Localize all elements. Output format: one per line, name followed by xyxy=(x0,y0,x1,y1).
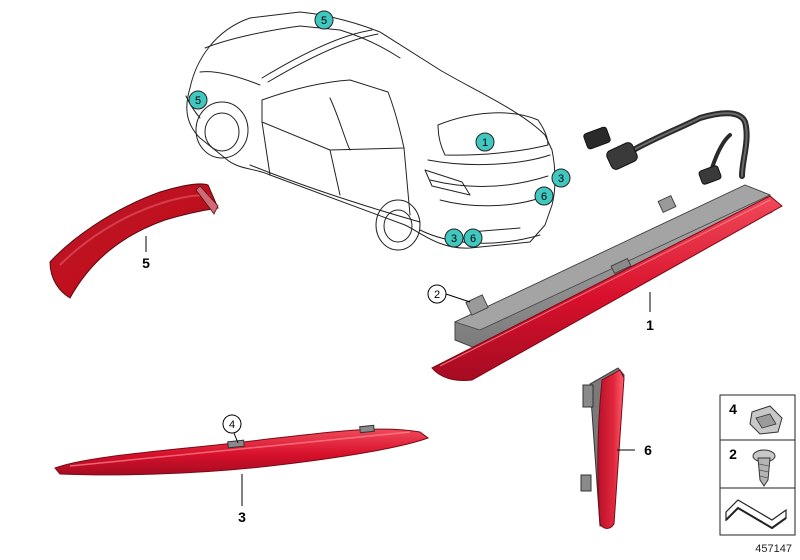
svg-text:5: 5 xyxy=(195,95,201,107)
part-label-3: 3 xyxy=(238,509,246,525)
part-label-6: 6 xyxy=(644,442,652,458)
part-6-lateral-reflector: 6 xyxy=(580,367,652,529)
callout-4: 4 xyxy=(222,414,242,444)
svg-text:4: 4 xyxy=(229,419,235,431)
legend-item-2: 2 xyxy=(729,446,776,487)
car-markers: 5 5 1 3 6 3 6 xyxy=(188,10,571,248)
hardware-legend: 4 2 xyxy=(719,394,796,536)
marker-3-left: 3 xyxy=(444,228,464,248)
callout-2: 2 xyxy=(427,284,471,304)
svg-text:1: 1 xyxy=(482,137,488,149)
marker-3-right: 3 xyxy=(551,168,571,188)
svg-text:2: 2 xyxy=(729,446,737,462)
legend-item-4: 4 xyxy=(729,401,783,435)
legend-item-gasket xyxy=(725,499,787,530)
svg-text:4: 4 xyxy=(729,401,737,417)
marker-5-roof: 5 xyxy=(314,10,334,30)
screw-icon xyxy=(752,449,776,487)
svg-text:6: 6 xyxy=(470,233,476,245)
part-label-5: 5 xyxy=(142,255,150,271)
part-5-side-reflector: 5 xyxy=(49,183,219,299)
svg-text:3: 3 xyxy=(558,173,564,185)
svg-text:2: 2 xyxy=(434,289,440,301)
part-1-brake-light: 1 xyxy=(431,110,783,381)
marker-5-front: 5 xyxy=(188,90,208,110)
marker-1-rear-window: 1 xyxy=(475,132,495,152)
document-number: 457147 xyxy=(755,543,792,555)
marker-6-right: 6 xyxy=(534,186,554,206)
svg-text:6: 6 xyxy=(541,191,547,203)
clip-nut-icon xyxy=(749,405,783,435)
part-3-bumper-reflector: 3 xyxy=(54,424,430,525)
svg-text:3: 3 xyxy=(451,233,457,245)
svg-text:5: 5 xyxy=(321,15,327,27)
gasket-strip-icon xyxy=(725,499,787,530)
part-label-1: 1 xyxy=(646,317,654,333)
marker-6-left: 6 xyxy=(463,228,483,248)
vehicle-outline xyxy=(185,11,556,251)
